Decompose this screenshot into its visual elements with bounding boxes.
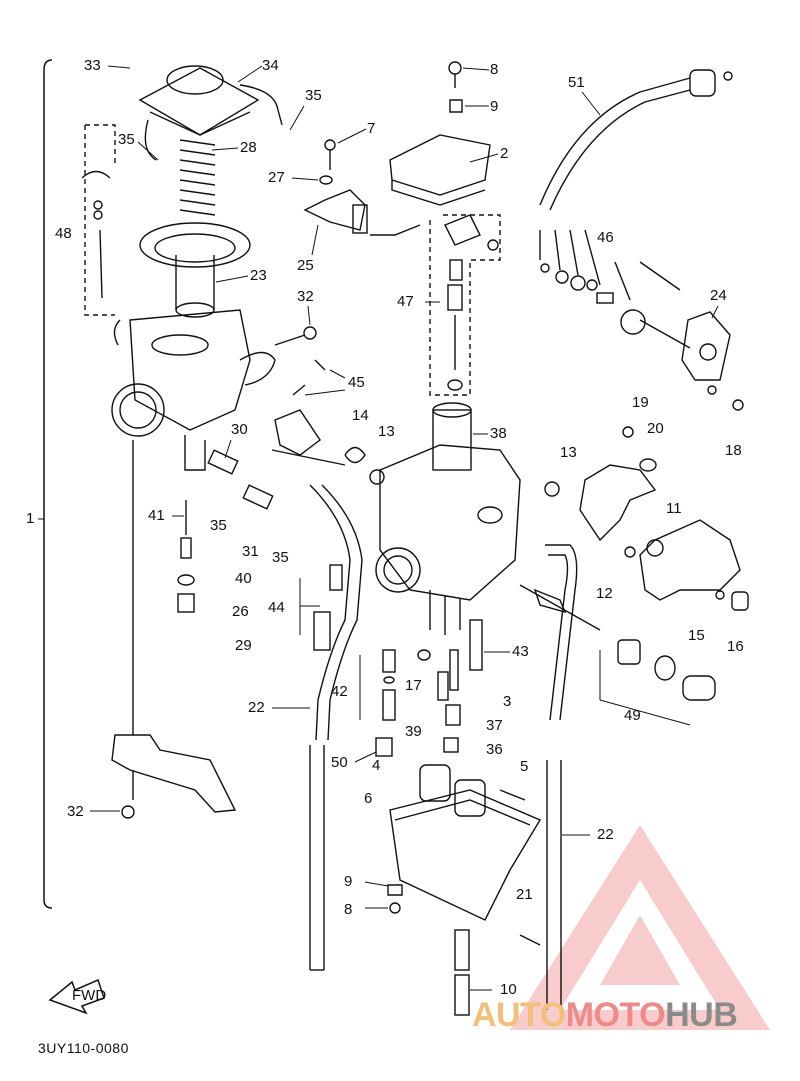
callout-34: 34: [262, 57, 279, 74]
leader-lines: [38, 65, 719, 991]
callout-17: 17: [405, 677, 422, 694]
callout-44: 44: [268, 599, 285, 616]
callout-24: 24: [710, 287, 727, 304]
callout-11: 11: [666, 500, 682, 517]
callout-21: 21: [516, 886, 533, 903]
brand-watermark: AUTOMOTOHUB: [472, 996, 738, 1035]
callout-37: 37: [486, 717, 503, 734]
brand-auto: AUTO: [472, 996, 566, 1034]
callout-35b: 35: [118, 131, 135, 148]
part-drawings: [81, 61, 749, 1016]
callout-27: 27: [268, 169, 285, 186]
callout-32a: 32: [297, 288, 314, 305]
brand-hub: HUB: [665, 996, 738, 1034]
callout-38: 38: [490, 425, 507, 442]
callout-22b: 22: [597, 826, 614, 843]
callout-18: 18: [725, 442, 742, 459]
callout-7: 7: [367, 120, 375, 137]
diagram-code: 3UY110-0080: [38, 1040, 129, 1056]
callout-13b: 13: [560, 444, 577, 461]
fwd-label: FWD: [72, 987, 106, 1004]
callout-48: 48: [55, 225, 72, 242]
callout-46: 46: [597, 229, 614, 246]
brand-moto: MOTO: [565, 996, 666, 1034]
callout-3: 3: [503, 693, 511, 710]
callout-25: 25: [297, 257, 314, 274]
callout-9a: 9: [490, 98, 498, 115]
callout-42: 42: [331, 683, 348, 700]
callout-47: 47: [397, 293, 414, 310]
callout-22a: 22: [248, 699, 265, 716]
callout-29: 29: [235, 637, 252, 654]
callout-41: 41: [148, 507, 165, 524]
callout-50: 50: [331, 754, 348, 771]
callout-35c: 35: [210, 517, 227, 534]
callout-36: 36: [486, 741, 503, 758]
callout-16: 16: [727, 638, 744, 655]
callout-26: 26: [232, 603, 249, 620]
callout-labels: 33 34 35 35 28 27 7 25 48 23 32 45 30 41…: [26, 57, 744, 998]
callout-33: 33: [84, 57, 101, 74]
callout-2: 2: [500, 145, 508, 162]
callout-32b: 32: [67, 803, 84, 820]
callout-43: 43: [512, 643, 529, 660]
callout-20: 20: [647, 420, 664, 437]
callout-6: 6: [364, 790, 372, 807]
callout-5: 5: [520, 758, 528, 775]
callout-19: 19: [632, 394, 649, 411]
spring-28: [179, 139, 216, 216]
callout-15: 15: [688, 627, 705, 644]
callout-45: 45: [348, 374, 365, 391]
callout-49: 49: [624, 707, 641, 724]
callout-40: 40: [235, 570, 252, 587]
callout-39: 39: [405, 723, 422, 740]
callout-35a: 35: [305, 87, 322, 104]
callout-14: 14: [352, 407, 369, 424]
callout-8a: 8: [490, 61, 498, 78]
watermark-logo: [510, 825, 770, 1030]
callout-31: 31: [242, 543, 259, 560]
callout-35d: 35: [272, 549, 289, 566]
callout-4: 4: [372, 757, 380, 774]
callout-28: 28: [240, 139, 257, 156]
fwd-arrow-icon: FWD: [48, 978, 106, 1015]
callout-23: 23: [250, 267, 267, 284]
callout-10: 10: [500, 981, 517, 998]
callout-51: 51: [568, 74, 585, 91]
callout-9b: 9: [344, 873, 352, 890]
callout-1: 1: [26, 510, 34, 527]
callout-12: 12: [596, 585, 613, 602]
callout-8b: 8: [344, 901, 352, 918]
callout-13a: 13: [378, 423, 395, 440]
assembly-bracket: [43, 59, 53, 909]
callout-30: 30: [231, 421, 248, 438]
